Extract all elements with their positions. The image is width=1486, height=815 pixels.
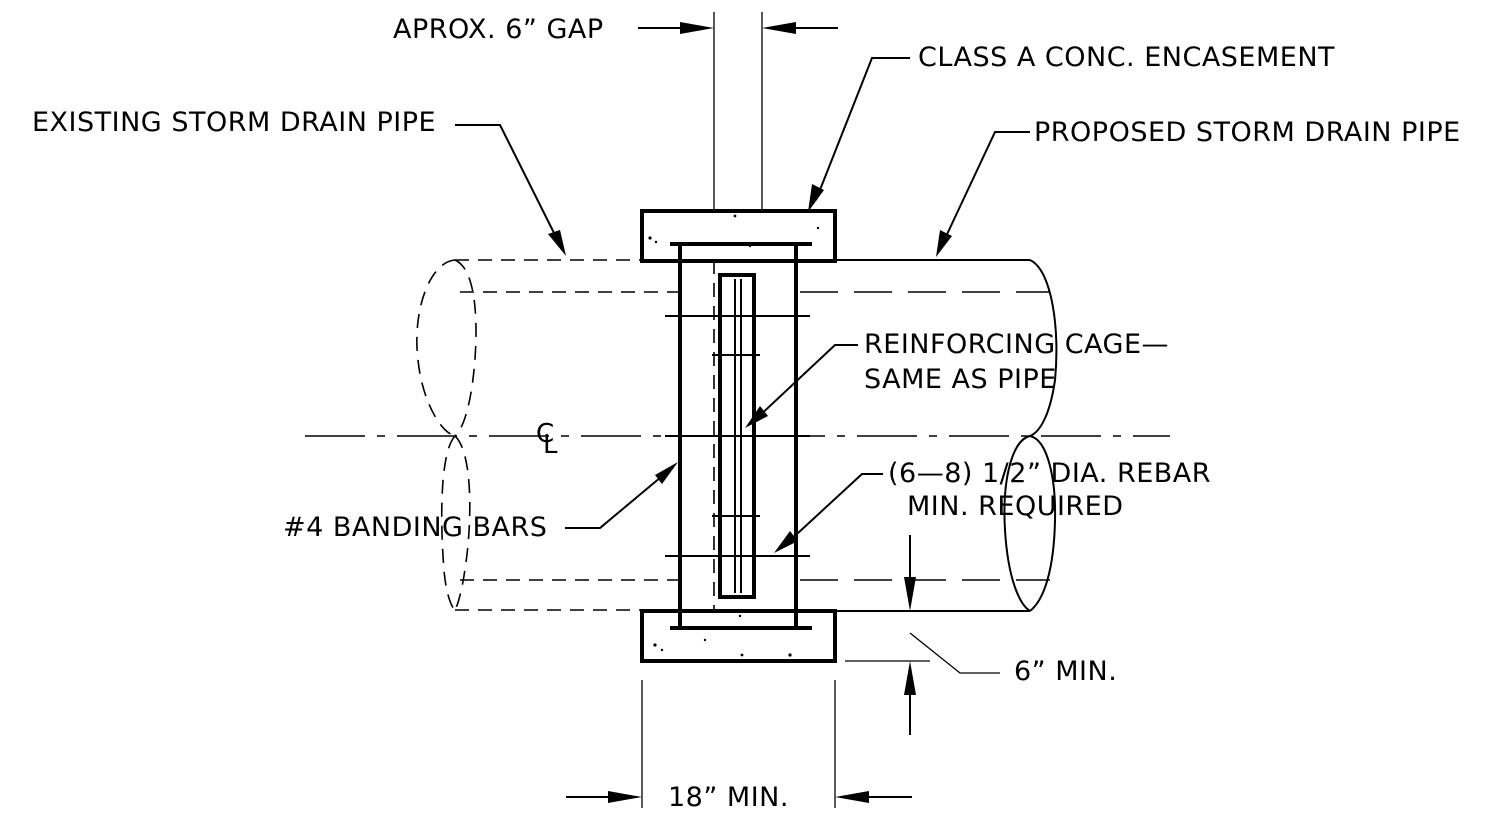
six-inch-min-label: 6” MIN. <box>1014 656 1117 687</box>
rebar-label-line2: MIN. REQUIRED <box>907 491 1124 522</box>
reinforcing-cage-leader <box>745 344 858 428</box>
six-inch-min-dimension <box>845 535 1000 735</box>
centerline-symbol-c: C <box>536 419 554 449</box>
proposed-pipe-leader <box>936 131 1030 257</box>
proposed-pipe-label: PROPOSED STORM DRAIN PIPE <box>1034 117 1461 148</box>
encasement-label: CLASS A CONC. ENCASEMENT <box>918 42 1335 73</box>
reinforcing-cage-label-line1: REINFORCING CAGE— <box>864 329 1169 360</box>
existing-pipe-leader <box>455 124 566 256</box>
rebar-horizontal <box>665 315 810 557</box>
rebar-label-line1: (6—8) 1/2” DIA. REBAR <box>888 458 1211 489</box>
eighteen-inch-min-label: 18” MIN. <box>668 782 789 813</box>
centerline-symbol-l: L <box>543 430 558 460</box>
top-concrete-encasement <box>640 209 837 263</box>
gap-dimension <box>638 12 838 211</box>
existing-pipe-label: EXISTING STORM DRAIN PIPE <box>32 107 436 138</box>
banding-bars-label: #4 BANDING BARS <box>283 512 547 543</box>
rebar-leader <box>774 473 883 553</box>
reinforcing-cage-label-line2: SAME AS PIPE <box>864 364 1057 395</box>
reinforcing-cage <box>712 260 760 612</box>
gap-label: APROX. 6” GAP <box>393 14 604 45</box>
encasement-leader <box>808 57 910 212</box>
bottom-concrete-encasement <box>640 609 837 663</box>
banding-bars-leader <box>565 462 678 529</box>
eighteen-inch-min-dimension <box>566 680 912 808</box>
